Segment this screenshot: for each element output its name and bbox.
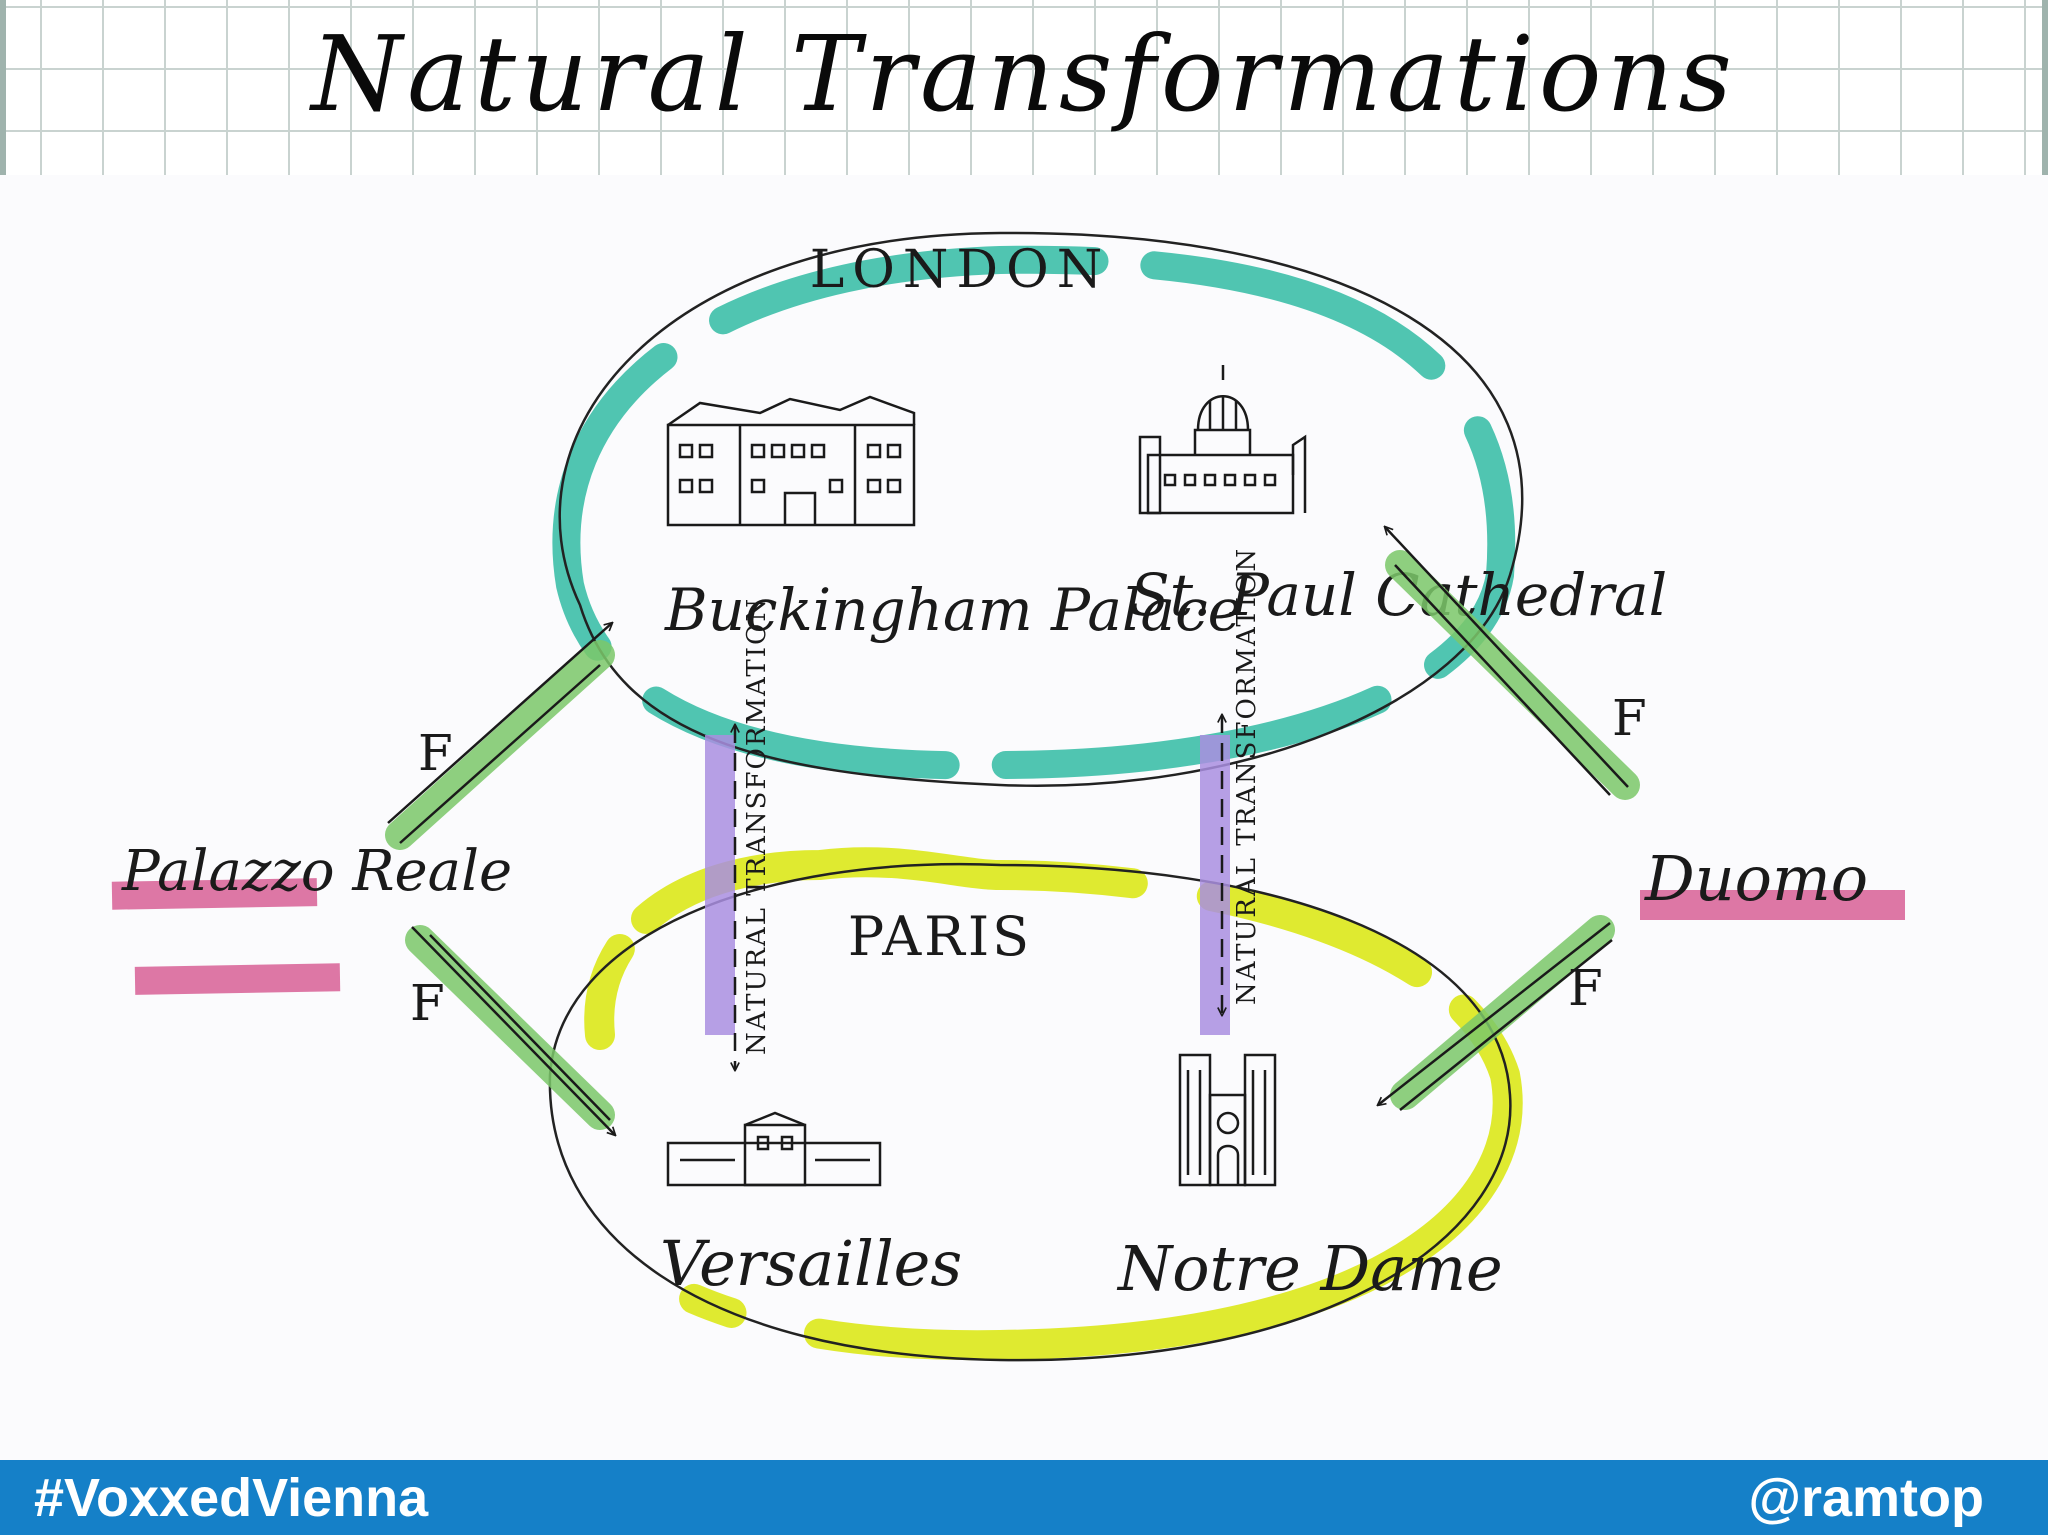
natural-transformation-left: NATURAL TRANSFORMATION	[705, 597, 772, 1070]
natural-transformation-right: NATURAL TRANSFORMATION	[1200, 547, 1262, 1035]
palazzo-reale-object: Palazzo Reale	[111, 839, 512, 995]
object-buckingham-label: Buckingham Palace	[664, 576, 1242, 644]
functor-label-bottom-left: F	[410, 974, 445, 1032]
category-diagram: LONDON Bucking	[111, 231, 1905, 1362]
object-versailles: Versailles	[660, 1227, 962, 1300]
duomo-label: Duomo	[1644, 842, 1868, 915]
functor-label-top-right: F	[1612, 689, 1647, 747]
notre-dame-icon	[1178, 1053, 1277, 1187]
functor-label-bottom-right: F	[1568, 959, 1603, 1017]
functor-arrow-bottom-right: F	[1378, 915, 1615, 1111]
functor-arrow-top-right: F	[1385, 527, 1647, 800]
functor-arrow-bottom-left: F	[405, 925, 615, 1135]
st-paul-cathedral-icon	[1138, 365, 1307, 515]
natural-transformation-left-label: NATURAL TRANSFORMATION	[742, 597, 772, 1055]
buckingham-palace-icon	[666, 395, 916, 527]
london-highlight	[552, 245, 1516, 780]
paris-label: PARIS	[848, 905, 1032, 968]
object-notre-dame: Notre Dame	[1116, 1232, 1503, 1305]
natural-transformation-right-label: NATURAL TRANSFORMATION	[1232, 547, 1262, 1005]
slide-title: Natural Transformations	[311, 13, 1737, 135]
footer-handle: @ramtop	[1748, 1468, 1984, 1528]
paris-category: PARIS Versailles Notre Dame	[548, 847, 1523, 1362]
title-band: Natural Transformations	[0, 0, 2048, 175]
versailles-icon	[666, 1111, 882, 1187]
functor-label-top-left: F	[418, 724, 453, 782]
palazzo-reale-label: Palazzo Reale	[121, 839, 512, 904]
london-label: LONDON	[810, 240, 1110, 300]
duomo-object: Duomo	[1640, 842, 1905, 920]
paris-outline	[548, 862, 1512, 1362]
functor-arrow-top-left: F	[385, 623, 615, 850]
object-buckingham-line1: Buckingham Palace	[664, 576, 1242, 644]
london-outline	[558, 231, 1524, 787]
london-category: LONDON Bucking	[552, 231, 1667, 787]
footer-hashtag: #VoxxedVienna	[34, 1468, 429, 1528]
footer-bar: #VoxxedVienna @ramtop	[0, 1460, 2048, 1535]
